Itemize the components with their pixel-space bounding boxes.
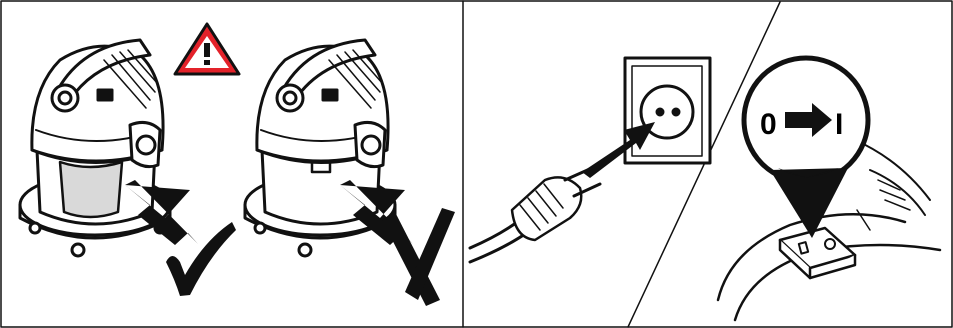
switch-label: 0 I xyxy=(760,103,843,141)
wall-socket xyxy=(623,56,712,165)
warning-triangle-icon xyxy=(173,22,241,76)
switch-off-label: 0 xyxy=(760,108,777,141)
power-switch xyxy=(778,226,857,280)
plug-in-arrow-icon xyxy=(582,122,655,178)
callout-magnifier xyxy=(741,55,871,238)
filter-bag xyxy=(58,160,124,219)
insert-arrow-icon xyxy=(125,180,198,245)
vacuum-with-filter xyxy=(18,38,172,258)
cross-icon xyxy=(382,208,455,306)
arrow-right-icon xyxy=(785,103,832,137)
check-icon xyxy=(166,222,236,296)
power-plug xyxy=(468,166,602,264)
switch-on-label: I xyxy=(835,108,843,141)
vacuum-without-filter xyxy=(243,38,397,258)
